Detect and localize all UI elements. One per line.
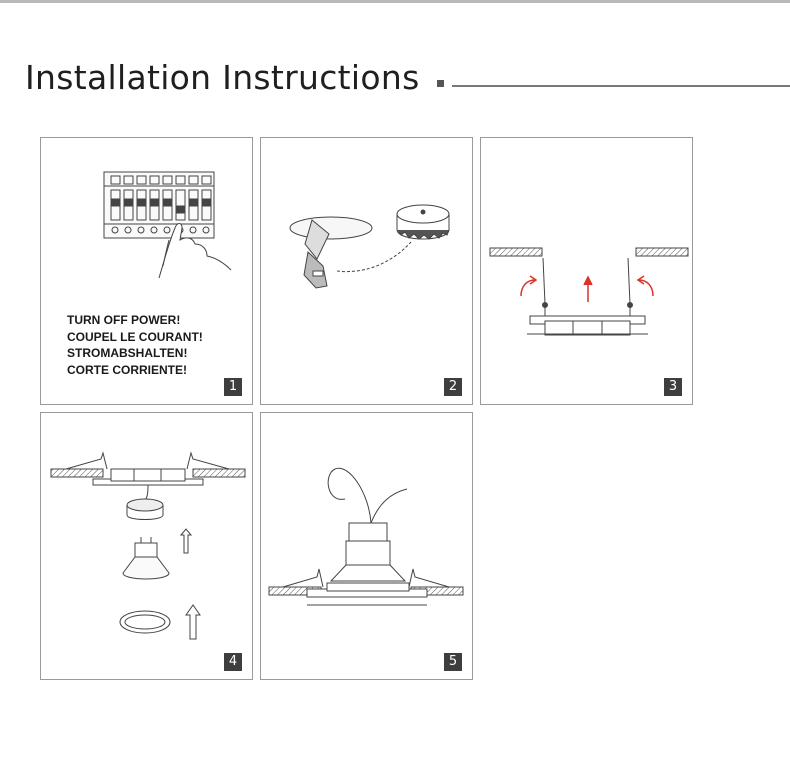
page-title: Installation Instructions xyxy=(25,58,420,97)
step-number-badge: 5 xyxy=(444,653,462,671)
title-square-marker xyxy=(437,80,444,87)
arrow-red-icon xyxy=(520,275,654,302)
breaker-panel-icon xyxy=(103,171,232,279)
step-number-badge: 2 xyxy=(444,378,462,396)
warning-text: COUPEL LE COURANT! xyxy=(67,329,203,344)
warning-text: STROMABSHALTEN! xyxy=(67,346,188,360)
spring-clips-icon xyxy=(489,247,689,336)
step-panel-2: 2 xyxy=(260,137,473,405)
top-border xyxy=(0,0,790,3)
power-warning-list: TURN OFF POWER! COUPEL LE COURANT! STROM… xyxy=(67,312,203,378)
step-number-badge: 3 xyxy=(664,378,682,396)
warning-text: CORTE CORRIENTE! xyxy=(67,362,187,377)
lamp-assembly-icon xyxy=(50,451,246,640)
hole-saw-icon xyxy=(289,204,450,289)
step-panel-1: TURN OFF POWER! COUPEL LE COURANT! STROM… xyxy=(40,137,253,405)
step-panel-5: 5 xyxy=(260,412,473,680)
warning-text: TURN OFF POWER! xyxy=(67,313,181,327)
step-panel-3: 3 xyxy=(480,137,693,405)
step-panel-4: 4 xyxy=(40,412,253,680)
title-rule xyxy=(452,85,790,87)
fitted-downlight-icon xyxy=(268,467,464,606)
step-number-badge: 4 xyxy=(224,653,242,671)
step-number-badge: 1 xyxy=(224,378,242,396)
